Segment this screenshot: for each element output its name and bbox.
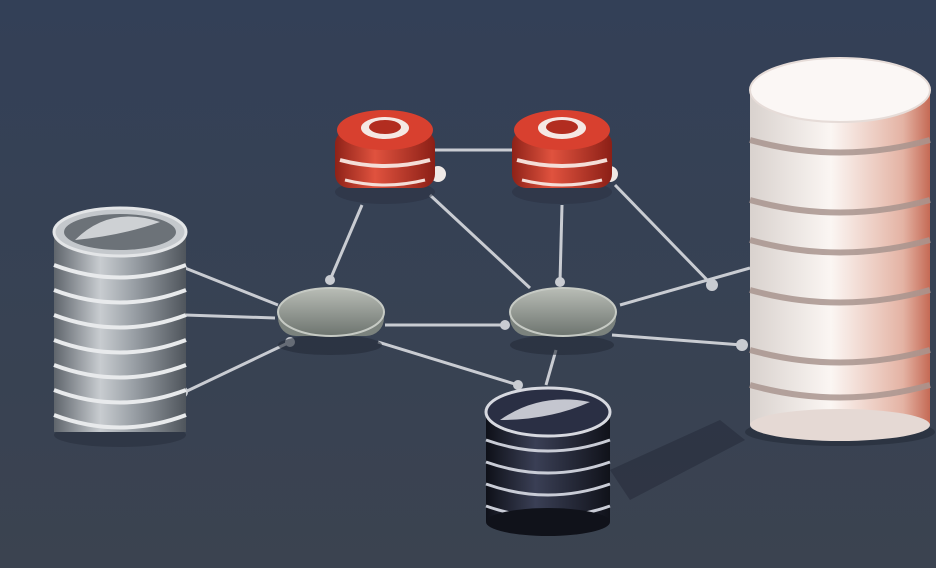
white-database-stack	[745, 57, 935, 446]
edge-hub-right-to-dark-stack	[544, 349, 558, 386]
red-node-right	[512, 110, 612, 204]
edge-silver-to-hub-left-a	[184, 266, 279, 307]
joint	[325, 275, 335, 285]
edge-silver-to-hub-left-c	[184, 340, 291, 394]
joint	[500, 320, 510, 330]
joint	[706, 279, 718, 291]
edge-hub-left-to-dark-stack	[377, 340, 519, 387]
edge-silver-to-hub-left-b	[184, 313, 276, 320]
hub-right	[509, 287, 617, 355]
joint	[555, 277, 565, 287]
connectors	[184, 148, 751, 394]
hub-left	[277, 287, 385, 355]
dark-database-stack	[484, 386, 745, 536]
edge-hub-right-to-white-stack-b	[611, 333, 743, 347]
edge-red-right-to-white-stack	[613, 183, 714, 287]
silver-database-stack	[52, 206, 188, 447]
joint	[736, 339, 748, 351]
edge-red-left-to-hub-right	[428, 193, 532, 290]
joint	[513, 380, 523, 390]
edge-hub-right-to-white-stack-a	[619, 266, 751, 307]
edge-red-right-to-hub-right	[558, 204, 564, 283]
red-node-left	[335, 110, 435, 204]
edge-red-left-to-hub-left	[328, 204, 364, 281]
